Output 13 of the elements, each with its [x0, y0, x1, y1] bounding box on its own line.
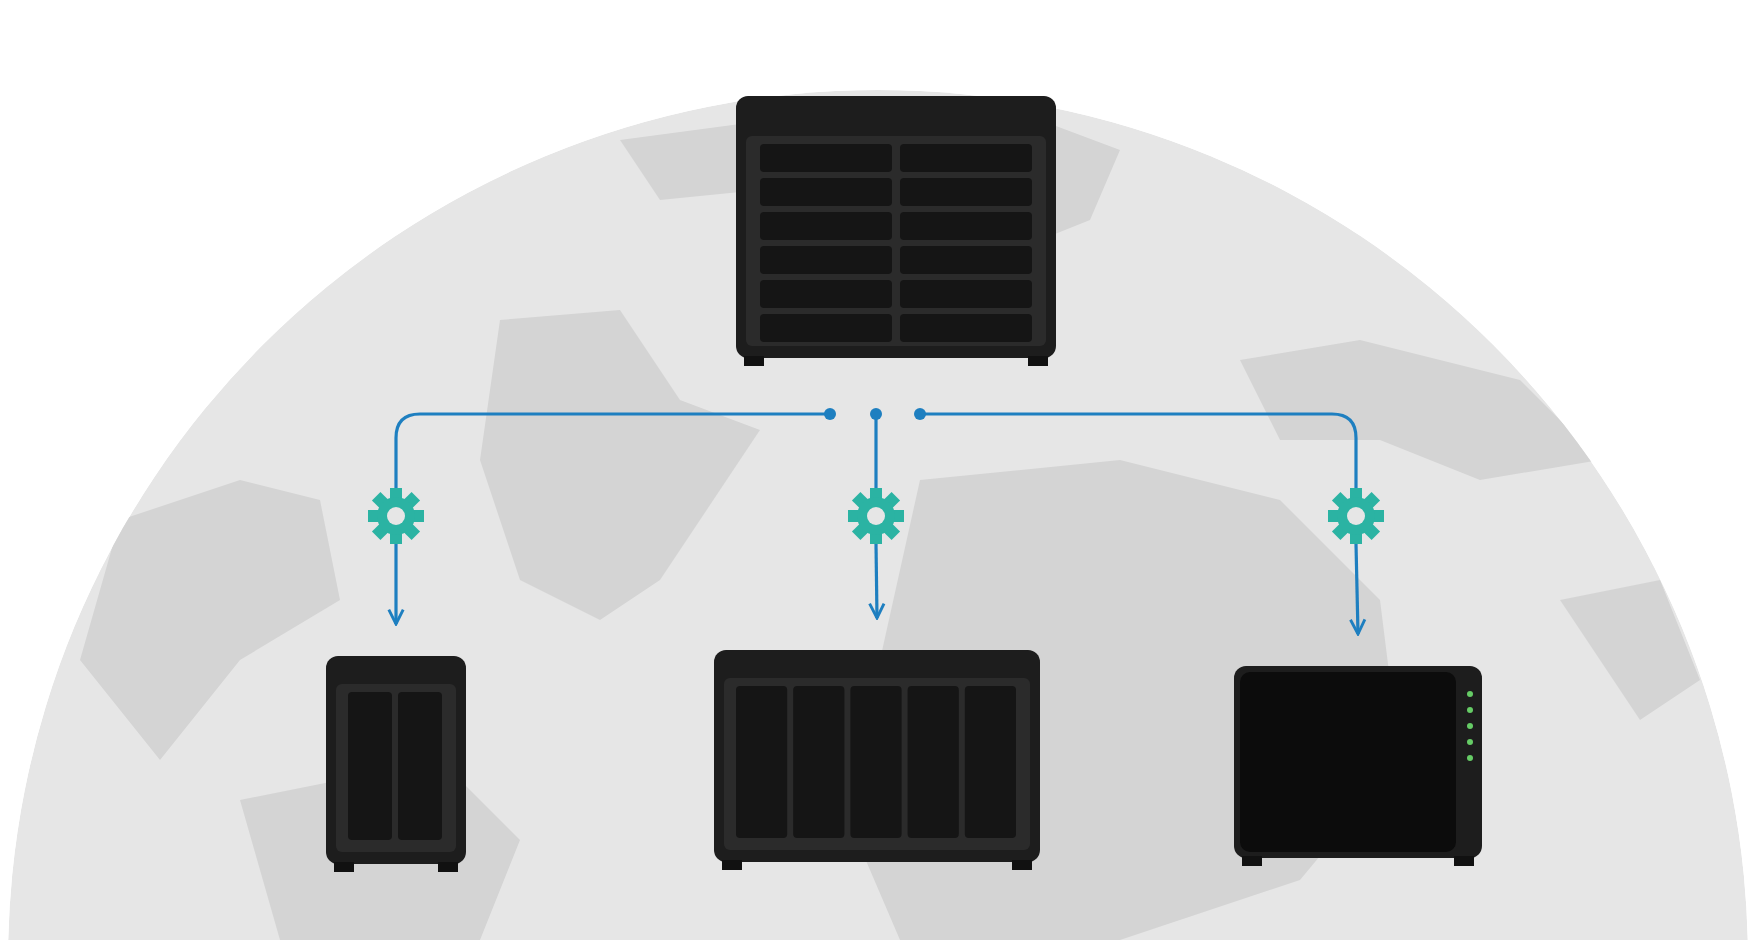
- connector-line: [914, 408, 1358, 488]
- connector-line: [870, 408, 882, 488]
- nas-device-drawing: [714, 650, 1040, 870]
- arrow: [1349, 543, 1367, 636]
- nas-device-drawing: [736, 96, 1056, 366]
- arrow: [868, 543, 886, 620]
- nas-device-drawing: [326, 656, 466, 872]
- gear-icon: [368, 488, 424, 544]
- arrow: [387, 544, 405, 626]
- gear-icon: [848, 488, 904, 544]
- connector-line: [394, 408, 836, 488]
- nas-device-drawing: [1234, 666, 1482, 866]
- gear-icon: [1328, 488, 1384, 544]
